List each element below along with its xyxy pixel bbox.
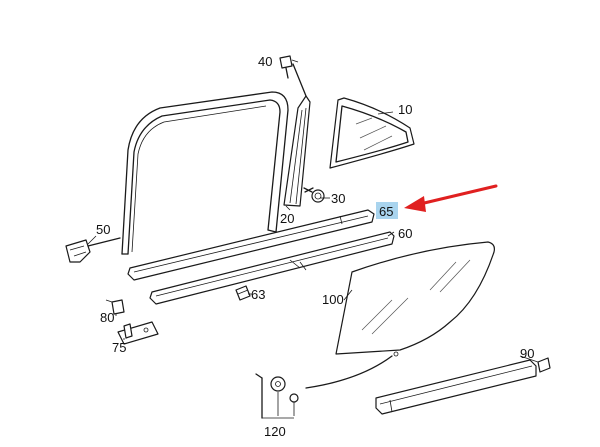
label-part-75: 75 <box>112 340 126 355</box>
label-part-120: 120 <box>264 424 286 439</box>
label-part-90: 90 <box>520 346 534 361</box>
label-part-30: 30 <box>331 191 345 206</box>
glass-to-fastener-leader <box>305 355 393 389</box>
label-part-80: 80 <box>100 310 114 325</box>
label-part-63: 63 <box>251 287 265 302</box>
part-30-screw <box>303 187 325 203</box>
label-part-100: 100 <box>322 292 344 307</box>
part-100-door-glass <box>335 241 495 357</box>
highlight-box-65 <box>376 202 398 219</box>
leader-lines <box>87 111 539 363</box>
part-63-clip <box>235 285 251 301</box>
part-40-clip <box>279 55 307 97</box>
part-50-bracket <box>65 237 121 263</box>
part-90-window-channel <box>375 357 551 415</box>
label-part-65: 65 <box>379 204 393 219</box>
part-20-pillar-trim <box>283 95 311 207</box>
door-frame-seal <box>121 91 289 255</box>
label-part-10: 10 <box>398 102 412 117</box>
part-75-bracket <box>117 321 159 345</box>
red-pointer-arrow <box>404 184 498 212</box>
part-80-clip <box>105 299 125 315</box>
label-part-50: 50 <box>96 222 110 237</box>
part-65-outer-belt-strip <box>127 209 375 281</box>
label-part-40: 40 <box>258 54 272 69</box>
part-60-inner-belt-strip <box>149 231 395 305</box>
part-10-vent-window <box>329 97 415 169</box>
label-part-20: 20 <box>280 211 294 226</box>
part-120-fastener-set <box>255 373 299 419</box>
label-part-60: 60 <box>398 226 412 241</box>
